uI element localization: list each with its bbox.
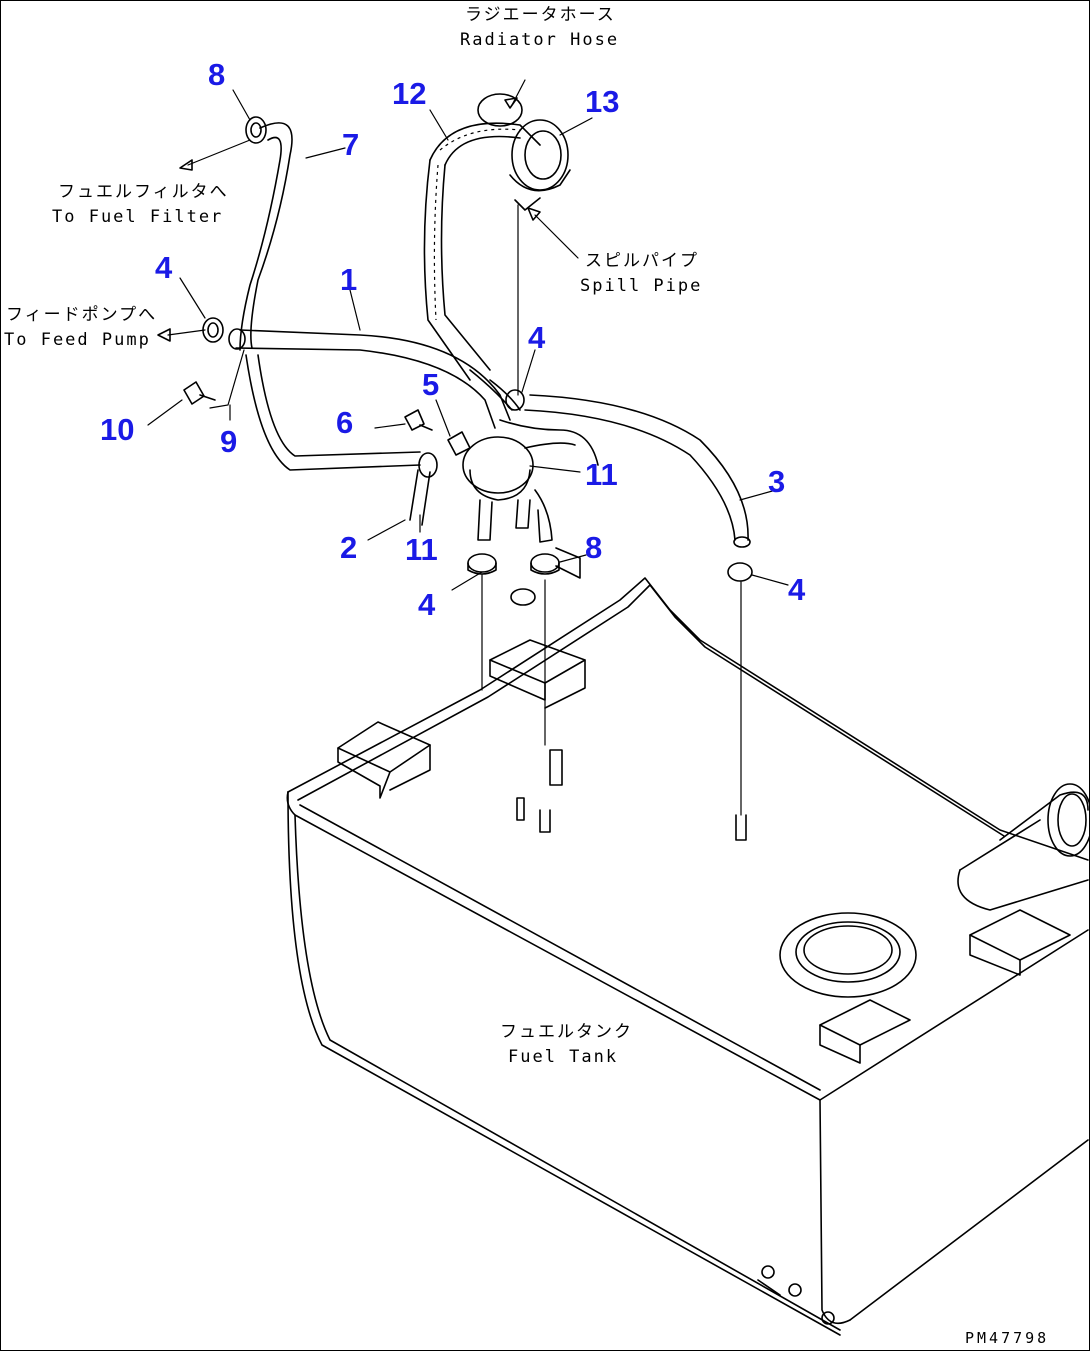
callout-11-left: 11 [405,532,438,567]
callout-8-lower: 8 [585,530,602,565]
radiator-hose-label-en: Radiator Hose [460,30,619,50]
callout-7: 7 [342,127,359,162]
callout-1: 1 [340,262,357,297]
fuel-tank [286,577,1090,1336]
fuel-filter-label-jp: フュエルフィルタへ [58,182,229,202]
spill-pipe-label-jp: スピルパイプ [585,251,699,271]
callout-4-upper-right: 4 [528,320,546,355]
clamps [183,116,753,841]
radiator-hose-label-jp: ラジエータホース [465,5,616,25]
labels: ラジエータホース Radiator Hose フュエルフィルタへ To Fuel… [4,5,1049,1347]
feed-pump-label-jp: フィードポンプへ [6,305,157,325]
leader-lines [147,79,789,591]
callout-10: 10 [100,412,134,447]
callout-4-lower-left: 4 [418,587,436,622]
fuel-tank-label-jp: フュエルタンク [500,1022,633,1042]
feed-pump-label-en: To Feed Pump [4,330,151,350]
callout-5: 5 [422,367,439,402]
callout-4-left: 4 [155,250,173,285]
callout-13: 13 [585,84,619,119]
fuel-filter-label-en: To Fuel Filter [52,207,223,227]
drawing-code: PM47798 [965,1329,1049,1347]
callout-3: 3 [768,464,785,499]
callout-11-right: 11 [585,457,618,492]
callout-8-top: 8 [208,57,225,92]
spill-pipe-label-en: Spill Pipe [580,276,702,296]
callout-2: 2 [340,530,357,565]
callout-12: 12 [392,76,426,111]
callout-9: 9 [220,424,237,459]
fuel-tank-label-en: Fuel Tank [508,1047,618,1067]
callout-6: 6 [336,405,353,440]
hoses [209,93,751,548]
callout-4-lower-right: 4 [788,572,806,607]
callouts: 8 7 4 1 10 9 6 5 4 11 2 11 12 13 3 4 8 4 [100,57,806,622]
